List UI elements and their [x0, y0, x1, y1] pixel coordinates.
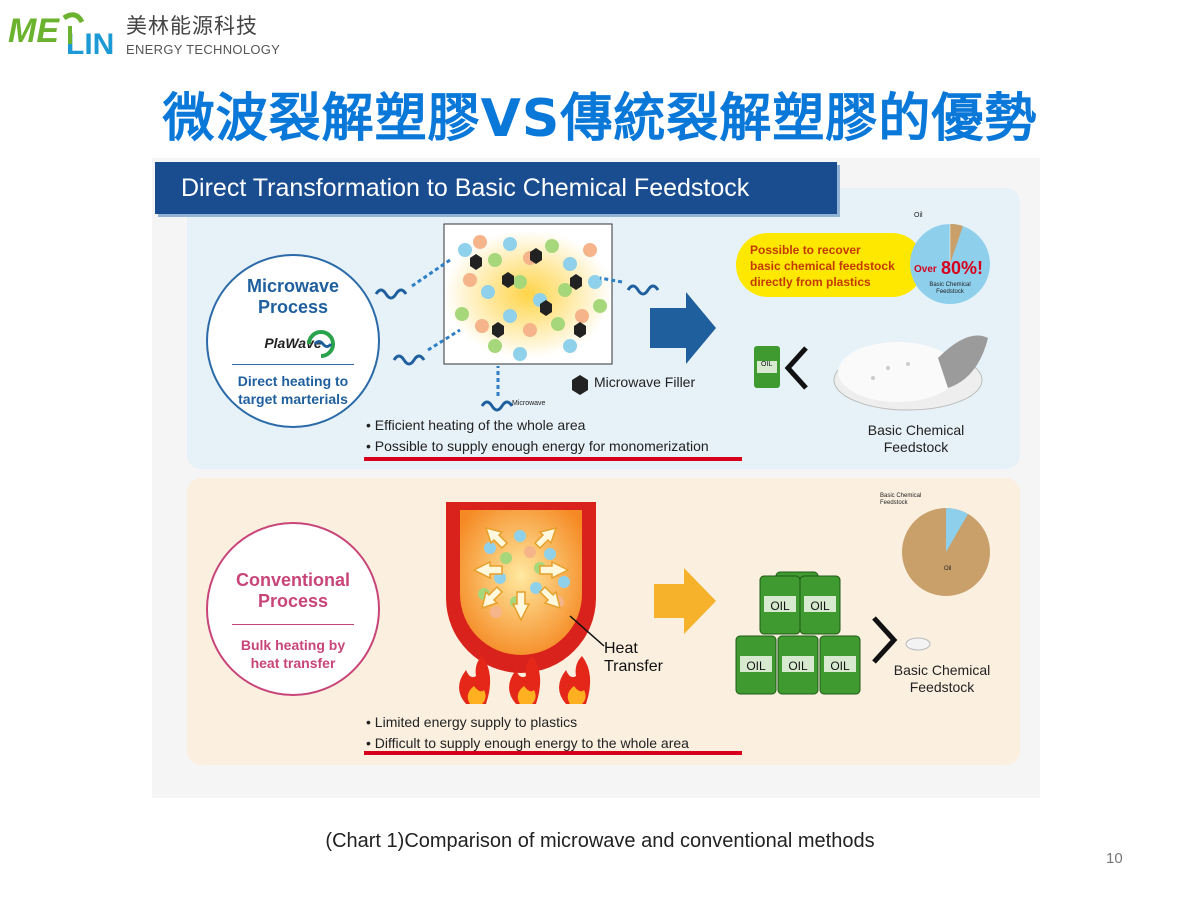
microwave-underline [364, 457, 742, 461]
greater-than-icon [872, 616, 898, 664]
microwave-subtitle-line2: target marterials [238, 391, 348, 407]
conventional-barrel-label: OIL [830, 659, 850, 673]
page-number: 10 [1106, 850, 1123, 867]
wave-direction-arrows [411, 258, 623, 396]
microwave-barrel-label: OIL [761, 361, 773, 368]
pie-feedstock-label: Basic Chemical Feedstock [920, 282, 980, 296]
microwave-title-line2: Process [257, 297, 329, 317]
plawave-logo: PlaWave [243, 326, 343, 360]
conventional-bullet: • Limited energy supply to plastics [366, 714, 578, 730]
conventional-barrel-label: OIL [788, 659, 808, 673]
conventional-barrel-label: OIL [746, 659, 766, 673]
result-label-line: Basic Chemical [867, 422, 965, 438]
conventional-title-line2: Process [257, 591, 329, 611]
plawave-brand: PlaWave [264, 335, 322, 351]
conventional-yield-pie [902, 508, 990, 596]
pie-percent-label: 80%! [941, 258, 984, 278]
conventional-underline [364, 751, 742, 755]
pie-feedstock-line: Feedstock [936, 289, 964, 295]
microwave-result-graphic [754, 335, 988, 411]
conventional-bullet: • Difficult to supply enough energy to t… [366, 735, 689, 751]
heat-transfer-line: Transfer [604, 658, 663, 675]
heat-transfer-line: Heat [604, 640, 638, 657]
conventional-result-arrow [654, 568, 716, 634]
heat-transfer-arrows [472, 526, 570, 622]
conventional-bullet-list: • Limited energy supply to plastics • Di… [366, 712, 689, 754]
microwave-wave-label: Microwave [512, 400, 546, 407]
heat-transfer-label: Heat Transfer [604, 640, 663, 676]
feedstock-dish-icon [905, 637, 931, 651]
microwave-bullet-list: • Efficient heating of the whole area • … [366, 415, 709, 457]
microwave-yield-pie [910, 223, 990, 304]
microwave-result-label: Basic Chemical Feedstock [854, 422, 978, 456]
conventional-barrel-label: OIL [810, 599, 830, 613]
flame-icons [459, 656, 591, 704]
particle-cluster [444, 230, 612, 361]
company-logo: ME LIN [8, 12, 114, 58]
result-label-line: Feedstock [909, 679, 975, 695]
conventional-oil-barrels [735, 571, 931, 695]
slide-title: 微波裂解塑膠VS傳統裂解塑膠的優勢 [162, 89, 1038, 149]
microwave-title-line1: Microwave [246, 276, 340, 296]
pie-label-line: Basic Chemical [880, 493, 922, 499]
company-name-cn: 美林能源科技 [126, 14, 258, 38]
conventional-result-label: Basic Chemical Feedstock [880, 662, 1004, 696]
microwave-subtitle-line1: Direct heating to [237, 373, 349, 389]
figure-caption: (Chart 1)Comparison of microwave and con… [325, 830, 875, 852]
svg-text:LIN: LIN [66, 28, 114, 58]
figure-header: Direct Transformation to Basic Chemical … [155, 162, 837, 214]
svg-text:ME: ME [8, 12, 60, 50]
conventional-barrel-label: OIL [770, 599, 790, 613]
pie-label-line: Feedstock [880, 500, 908, 506]
microwave-filler-label: Microwave Filler [594, 374, 696, 390]
conventional-pie-feedstock-label: Basic Chemical Feedstock [880, 493, 921, 507]
recovery-callout: Possible to recover basic chemical feeds… [736, 233, 924, 297]
result-label-line: Feedstock [883, 439, 949, 455]
less-than-icon [784, 346, 808, 390]
plawave-swirl-icon [307, 330, 335, 358]
microwave-bullet: • Efficient heating of the whole area [366, 417, 586, 433]
conventional-process-badge: Conventional Process Bulk heating by hea… [206, 522, 380, 696]
pie-over-label: Over [914, 264, 937, 275]
conventional-subtitle-line2: heat transfer [250, 655, 336, 671]
pie-oil-label: Oil [914, 212, 923, 219]
callout-line: directly from plastics [750, 275, 871, 289]
conventional-subtitle-line1: Bulk heating by [240, 637, 346, 653]
callout-line: basic chemical feedstock [750, 259, 895, 273]
microwave-process-badge: Microwave Process PlaWave Direct heating… [206, 254, 380, 428]
microwave-filler-icon [572, 375, 588, 395]
company-name-en: ENERGY TECHNOLOGY [126, 42, 281, 57]
microwave-result-arrow [650, 292, 716, 364]
microwave-heating-illustration [374, 223, 716, 412]
conventional-title-line1: Conventional [235, 570, 350, 590]
callout-line: Possible to recover [750, 243, 861, 257]
microwave-bullet: • Possible to supply enough energy for m… [366, 438, 709, 454]
conventional-pie-oil-label: Oil [944, 566, 952, 572]
result-label-line: Basic Chemical [893, 662, 991, 678]
pie-feedstock-line: Basic Chemical [929, 282, 971, 288]
microwave-wave-icons [374, 284, 660, 412]
conventional-heating-illustration [446, 502, 716, 704]
